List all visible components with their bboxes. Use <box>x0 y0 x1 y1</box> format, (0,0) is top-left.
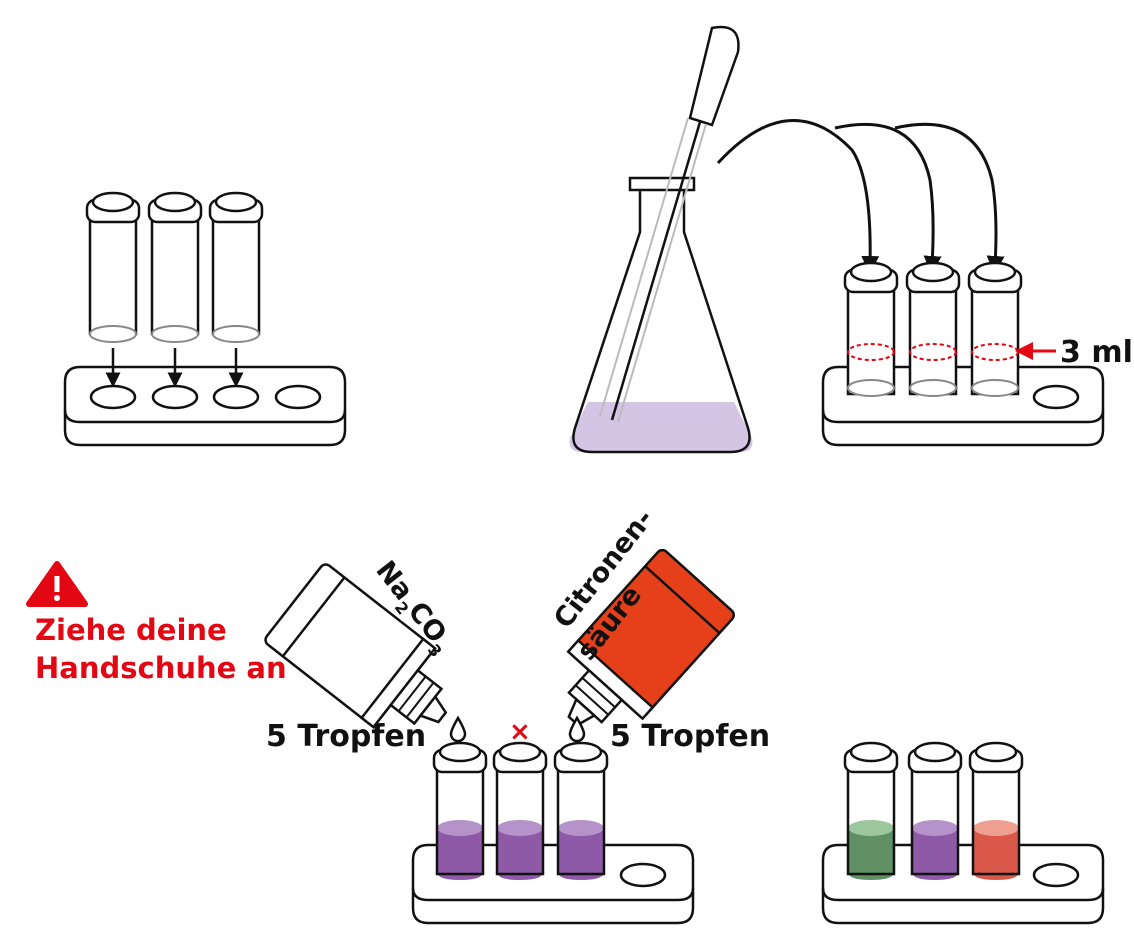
rack-hole <box>89 384 137 410</box>
rack-hole <box>274 384 322 410</box>
drops-label-left: 5 Tropfen <box>266 719 426 754</box>
no-addition-mark: × <box>509 717 531 747</box>
drop-icon <box>449 715 467 743</box>
panel-fill-3ml: 3 ml <box>716 119 1133 447</box>
test-tube <box>905 261 961 397</box>
measure-label: 3 ml <box>1060 335 1133 370</box>
test-tube-purple <box>492 741 548 880</box>
panel-flask-pipette <box>569 25 753 454</box>
panel-tubes-into-rack <box>63 191 347 447</box>
test-tube-green <box>843 741 899 880</box>
warning-notice: Ziehe deine Handschuhe an <box>26 561 287 685</box>
dropper-bottle-na2co3 <box>264 563 448 729</box>
curved-arrow <box>716 119 880 274</box>
erlenmeyer-flask <box>569 176 753 454</box>
warning-triangle-icon <box>26 561 88 607</box>
rack-hole <box>1032 862 1080 888</box>
rack-hole <box>151 384 199 410</box>
warning-line-1: Ziehe deine <box>35 613 227 647</box>
tube-rack <box>63 365 347 447</box>
pipette <box>599 25 740 423</box>
rack-hole <box>212 384 260 410</box>
rack-hole <box>619 862 667 888</box>
curved-arrow <box>894 122 1005 274</box>
test-tube-purple <box>553 741 609 880</box>
test-tube <box>147 191 203 343</box>
drops-label-right: 5 Tropfen <box>610 719 770 754</box>
dropper-bottle-citric-acid <box>566 548 735 727</box>
warning-line-2: Handschuhe an <box>35 651 287 685</box>
panel-add-drops: Na2CO3 5 Tropfen Citronen- säure 5 Tropf… <box>264 503 770 925</box>
rack-hole <box>1032 384 1080 410</box>
test-tube <box>208 191 264 343</box>
test-tube-purple <box>432 741 488 880</box>
curved-arrow <box>834 122 942 274</box>
drop-icon <box>568 715 586 743</box>
test-tube <box>85 191 141 343</box>
test-tube-red <box>968 741 1024 880</box>
test-tube <box>967 261 1023 397</box>
panel-result <box>821 741 1105 925</box>
test-tube-purple <box>907 741 963 880</box>
test-tube <box>843 261 899 397</box>
